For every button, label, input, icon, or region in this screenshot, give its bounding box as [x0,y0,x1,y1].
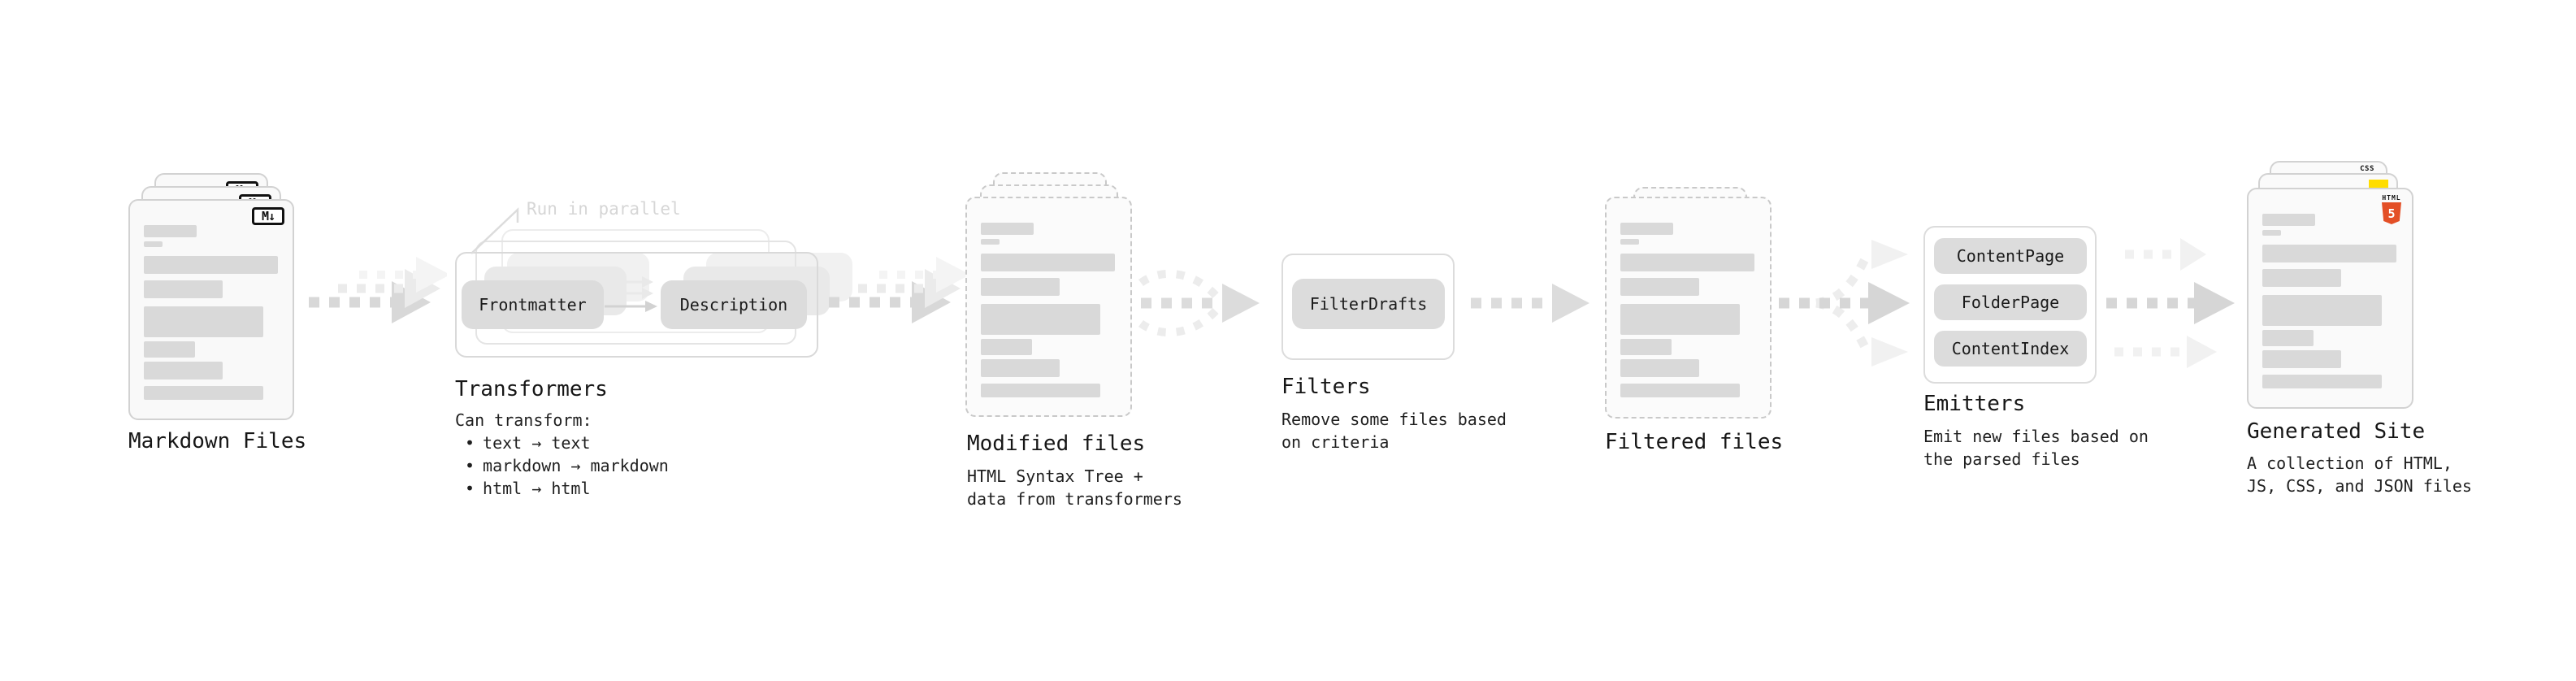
arrow-transformers-to-modified [829,257,967,323]
arrow-filtered-to-emitters [1779,240,1910,367]
emitters-description: Emit new files based on the parsed files [1923,425,2149,471]
filters-description: Remove some files based on criteria [1281,408,1507,453]
desc-line: the parsed files [1923,449,2080,469]
text-line-bar [2262,230,2281,236]
text-line-bar [981,339,1032,355]
text-line-bar [981,359,1060,377]
modified-files-label: Modified files [967,432,1146,456]
text-line-bar [1620,239,1639,245]
html5-icon: HTML 5 [2381,194,2402,224]
filtered-files-label: Filtered files [1605,430,1784,454]
transform-desc-title: Can transform: [455,410,592,430]
text-line-bar [981,239,1000,245]
text-line-bar [1620,223,1673,235]
desc-line: HTML Syntax Tree + [967,466,1143,486]
desc-line: JS, CSS, and JSON files [2247,476,2472,496]
arrow-modified-to-filters [1138,269,1260,337]
transformer-layer-front [455,252,818,358]
desc-line: data from transformers [967,489,1182,509]
transformers-description: Can transform: • text → text • markdown … [455,409,669,500]
markdown-icon: M↓ [252,207,284,225]
filtered-file-card-front [1605,197,1772,419]
text-line-bar [981,254,1115,271]
placeholder-text-lines [130,201,293,419]
text-line-bar [1620,304,1740,335]
arrow-filters-to-filtered [1471,284,1589,323]
text-line-bar [2262,269,2341,287]
text-line-bar [144,341,195,358]
arrow-markdown-to-transformers [309,257,447,323]
text-line-bar [2262,375,2382,388]
desc-line: A collection of HTML, [2247,453,2452,473]
run-in-parallel-annotation: Run in parallel [527,199,681,219]
emitter-pill-folderpage: FolderPage [1934,284,2087,320]
text-line-bar [144,362,223,380]
filter-pill-filterdrafts: FilterDrafts [1292,279,1445,329]
modified-files-description: HTML Syntax Tree + data from transformer… [967,465,1182,510]
text-line-bar [2262,245,2396,262]
mini-arrows-icon [605,276,657,312]
bullet-text: markdown → markdown [483,456,669,475]
text-line-bar [144,306,263,337]
text-line-bar [144,256,278,274]
emitter-pill-contentindex: ContentIndex [1934,331,2087,367]
text-line-bar [1620,384,1740,397]
transformer-pill-frontmatter: Frontmatter [462,280,604,329]
text-line-bar [144,280,223,298]
bullet-item: • html → html [455,477,669,500]
text-line-bar [2262,214,2315,226]
placeholder-text-lines [967,198,1130,415]
text-line-bar [981,384,1100,397]
text-line-bar [1620,359,1699,377]
text-line-bar [144,225,197,237]
transformer-pill-description: Description [661,280,807,329]
text-line-bar [2262,330,2314,346]
text-line-bar [144,241,163,247]
bullet-glyph: • [465,456,475,475]
emitters-label: Emitters [1923,392,2026,416]
markdown-file-card-front: M↓ [128,199,294,420]
text-line-bar [2262,350,2341,368]
bullet-item: • markdown → markdown [455,454,669,477]
text-line-bar [1620,254,1754,271]
text-line-bar [2262,295,2382,326]
annotation-leader-line [471,207,519,254]
desc-line: Remove some files based [1281,410,1507,429]
bullet-text: text → text [483,433,591,453]
arrow-emitters-to-site [2106,238,2235,368]
text-line-bar [144,386,263,400]
text-line-bar [1620,339,1672,355]
site-file-card-front: HTML 5 [2247,188,2413,409]
bullet-glyph: • [465,479,475,498]
markdown-files-label: Markdown Files [128,429,307,453]
emitter-pill-contentpage: ContentPage [1934,238,2087,274]
javascript-icon [2369,180,2388,190]
text-line-bar [1620,278,1699,296]
generated-site-label: Generated Site [2247,419,2426,444]
placeholder-text-lines [2249,189,2412,407]
placeholder-text-lines [1607,198,1770,417]
text-line-bar [981,278,1060,296]
filters-label: Filters [1281,375,1371,399]
text-line-bar [981,223,1034,235]
bullet-text: html → html [483,479,591,498]
text-line-bar [981,304,1100,335]
transformers-label: Transformers [455,377,608,401]
desc-line: on criteria [1281,432,1390,452]
bullet-glyph: • [465,433,475,453]
bullet-item: • text → text [455,432,669,454]
desc-line: Emit new files based on [1923,427,2149,446]
modified-file-card-front [965,197,1132,417]
generated-site-description: A collection of HTML, JS, CSS, and JSON … [2247,452,2472,497]
